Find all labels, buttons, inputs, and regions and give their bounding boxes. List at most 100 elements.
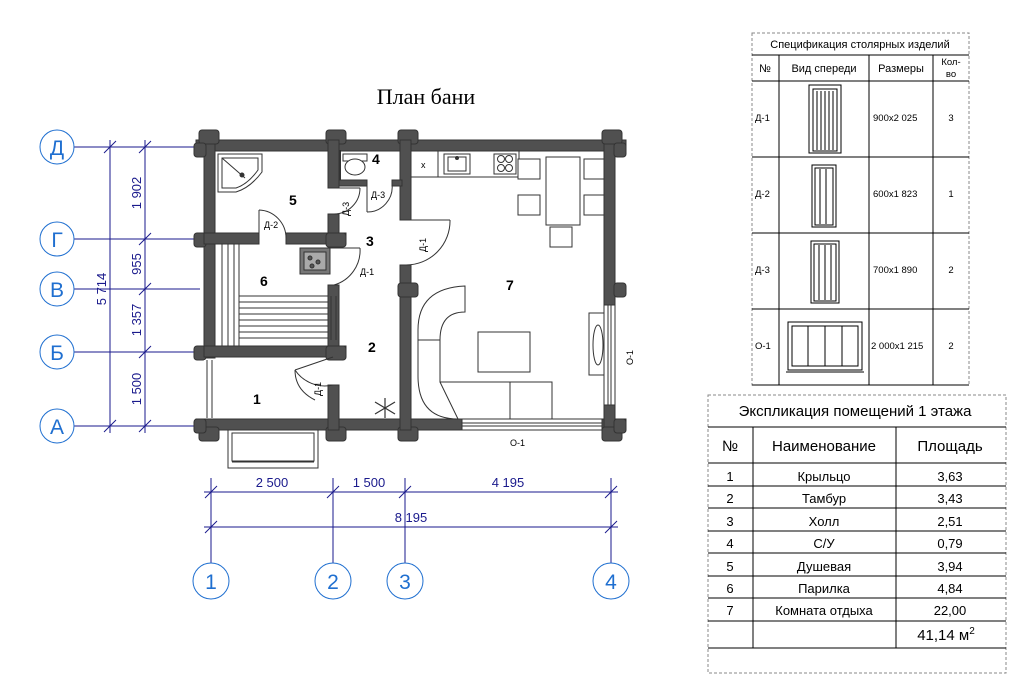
spec-row-1-size: 900х2 025 bbox=[873, 113, 917, 124]
dim-vertical-2: 955 bbox=[129, 253, 144, 275]
spec-row-3-mark: Д-3 bbox=[755, 265, 770, 276]
spec-row-2-size: 600х1 823 bbox=[873, 189, 917, 200]
explication-row-num: 2 bbox=[726, 491, 733, 506]
spec-table: Спецификация столярных изделий № Вид спе… bbox=[751, 32, 970, 386]
grid-axis-d: Д bbox=[50, 137, 64, 160]
spec-row-4-size: 2 000х1 215 bbox=[871, 341, 923, 352]
spec-header-view: Вид спереди bbox=[791, 63, 856, 75]
horizontal-dimensions bbox=[204, 478, 618, 563]
plan-title: План бани bbox=[377, 84, 476, 109]
spec-door-d3-drawing bbox=[810, 240, 840, 304]
fireplace bbox=[588, 312, 605, 376]
spec-row-1-mark: Д-1 bbox=[755, 113, 770, 124]
explication-row-area: 3,94 bbox=[937, 559, 962, 574]
explication-row-area: 3,43 bbox=[937, 491, 962, 506]
sofa-group bbox=[417, 285, 553, 420]
explication-row-area: 0,79 bbox=[937, 536, 962, 551]
explication-row-name: С/У bbox=[813, 536, 835, 551]
label-o1-right: О-1 bbox=[625, 350, 635, 365]
explication-row-area: 4,84 bbox=[937, 581, 962, 596]
explication-header-area: Площадь bbox=[917, 438, 982, 455]
grid-axis-g: Г bbox=[51, 229, 62, 252]
dim-vertical-1: 1 902 bbox=[129, 177, 144, 210]
label-d2: Д-2 bbox=[264, 220, 278, 230]
grid-axis-a: А bbox=[50, 416, 64, 439]
window-right bbox=[603, 304, 616, 406]
spec-door-d2-drawing bbox=[811, 164, 837, 228]
room-number-6: 6 bbox=[260, 273, 268, 289]
spec-door-d1-drawing bbox=[808, 84, 842, 154]
explication-row-area: 3,63 bbox=[937, 469, 962, 484]
explication-header-name: Наименование bbox=[772, 438, 876, 455]
explication-row-name: Крыльцо bbox=[797, 469, 850, 484]
grid-axis-4: 4 bbox=[605, 571, 617, 594]
dim-horizontal-1: 2 500 bbox=[256, 475, 289, 490]
dim-vertical-total: 5 714 bbox=[94, 273, 109, 306]
grid-letter-bubbles bbox=[39, 129, 75, 444]
explication-row-num: 1 bbox=[726, 469, 733, 484]
room-number-2: 2 bbox=[368, 339, 376, 355]
spec-row-4-mark: О-1 bbox=[755, 341, 771, 352]
spec-row-4-qty: 2 bbox=[948, 341, 953, 352]
explication-row-name: Душевая bbox=[797, 559, 851, 574]
explication-row-name: Холл bbox=[809, 514, 840, 529]
grid-number-bubbles bbox=[192, 562, 630, 600]
explication-row-name: Парилка bbox=[798, 581, 851, 596]
grid-axis-v: В bbox=[50, 279, 64, 302]
explication-row-area: 22,00 bbox=[934, 603, 967, 618]
grid-axis-b: Б bbox=[50, 342, 64, 365]
explication-table: Экспликация помещений 1 этажа № Наименов… bbox=[707, 394, 1007, 674]
porch-railing bbox=[206, 360, 213, 418]
kitchen-counter bbox=[410, 150, 520, 178]
coat-rack bbox=[374, 398, 396, 418]
spec-row-1-qty: 3 bbox=[948, 113, 953, 124]
dim-vertical-4: 1 500 bbox=[129, 373, 144, 406]
window-bottom bbox=[461, 418, 603, 431]
explication-row-name: Тамбур bbox=[802, 491, 846, 506]
porch-steps bbox=[227, 429, 319, 469]
dim-vertical-3: 1 357 bbox=[129, 304, 144, 337]
wc-partition bbox=[339, 150, 341, 180]
label-d1-sauna: Д-1 bbox=[360, 267, 374, 277]
room-number-1: 1 bbox=[253, 391, 261, 407]
sink-mark: х bbox=[421, 160, 426, 170]
spec-row-3-qty: 2 bbox=[948, 265, 953, 276]
explication-header-num: № bbox=[722, 438, 738, 455]
spec-header-size: Размеры bbox=[878, 63, 924, 75]
explication-row-num: 5 bbox=[726, 559, 733, 574]
grid-axis-2: 2 bbox=[327, 571, 339, 594]
spec-row-2-qty: 1 bbox=[948, 189, 953, 200]
dim-horizontal-2: 1 500 bbox=[353, 475, 386, 490]
explication-row-num: 3 bbox=[726, 514, 733, 529]
grid-axis-3: 3 bbox=[399, 571, 411, 594]
spec-title: Спецификация столярных изделий bbox=[770, 39, 949, 51]
spec-row-2-mark: Д-2 bbox=[755, 189, 770, 200]
vertical-dimensions bbox=[72, 140, 200, 433]
explication-row-num: 6 bbox=[726, 581, 733, 596]
dim-horizontal-total: 8 195 bbox=[395, 510, 428, 525]
room-number-7: 7 bbox=[506, 277, 514, 293]
room-number-4: 4 bbox=[372, 151, 380, 167]
label-d3-wc: Д-3 bbox=[371, 190, 385, 200]
explication-row-area: 2,51 bbox=[937, 514, 962, 529]
explication-row-num: 7 bbox=[726, 603, 733, 618]
label-o1-bottom: О-1 bbox=[510, 438, 525, 448]
door-swings bbox=[258, 183, 451, 401]
sauna-stove bbox=[299, 247, 331, 275]
explication-title: Экспликация помещений 1 этажа bbox=[739, 403, 973, 420]
explication-total: 41,14 м2 bbox=[917, 626, 975, 644]
spec-header-num: № bbox=[759, 63, 771, 75]
shower-tray bbox=[217, 153, 263, 193]
spec-row-3-size: 700х1 890 bbox=[873, 265, 917, 276]
room-number-5: 5 bbox=[289, 192, 297, 208]
explication-row-name: Комната отдыха bbox=[775, 603, 873, 618]
toilet bbox=[342, 153, 368, 176]
spec-window-o1-drawing bbox=[786, 321, 864, 373]
label-d1-entry: Д-1 bbox=[313, 382, 323, 396]
label-d3-shower: Д-3 bbox=[341, 202, 351, 216]
label-d1-hall: Д-1 bbox=[418, 238, 428, 252]
walls bbox=[193, 129, 627, 442]
sauna-door-frame bbox=[330, 296, 337, 340]
dining-set bbox=[517, 156, 605, 248]
